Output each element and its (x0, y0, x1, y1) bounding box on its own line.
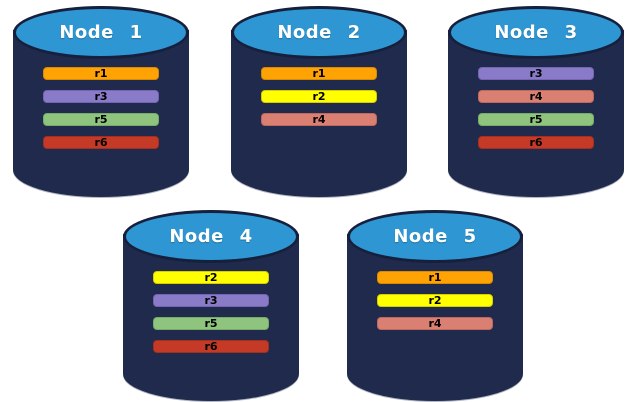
replica-bar-r2: r2 (153, 271, 269, 284)
replica-label: r3 (204, 294, 218, 307)
node-title: Node 4 (169, 226, 253, 247)
replica-label: r6 (529, 136, 543, 149)
replica-label: r1 (94, 67, 108, 80)
replica-label: r3 (529, 67, 543, 80)
replica-label: r2 (204, 271, 218, 284)
replica-label: r3 (94, 90, 108, 103)
replica-label: r6 (204, 340, 218, 353)
replica-label: r4 (312, 113, 326, 126)
replica-bar-r5: r5 (43, 113, 159, 126)
replica-label: r2 (428, 294, 442, 307)
replica-bar-r1: r1 (377, 271, 493, 284)
node-title: Node 5 (393, 226, 477, 247)
replica-bar-list: r2 r3 r5 r6 (153, 271, 269, 363)
replica-bar-r2: r2 (261, 90, 377, 103)
replica-bar-list: r1 r2 r4 (261, 67, 377, 136)
node-cylinder: Node 2 r1 r2 r4 (231, 6, 407, 197)
node-cylinder: Node 1 r1 r3 r5 r6 (13, 6, 189, 197)
cylinder-top-ellipse: Node 1 (13, 6, 189, 59)
replica-label: r6 (94, 136, 108, 149)
node-cylinder: Node 5 r1 r2 r4 (347, 210, 523, 401)
cylinder-top-ellipse: Node 3 (448, 6, 624, 59)
replica-bar-r5: r5 (478, 113, 594, 126)
node-title: Node 1 (59, 22, 143, 43)
replica-bar-r6: r6 (153, 340, 269, 353)
replica-bar-r3: r3 (478, 67, 594, 80)
cylinder-top-ellipse: Node 2 (231, 6, 407, 59)
replica-bar-r4: r4 (261, 113, 377, 126)
replica-bar-r3: r3 (43, 90, 159, 103)
replica-bar-r4: r4 (478, 90, 594, 103)
replica-label: r4 (529, 90, 543, 103)
cylinder-top-ellipse: Node 4 (123, 210, 299, 263)
replica-bar-r1: r1 (43, 67, 159, 80)
replica-bar-r3: r3 (153, 294, 269, 307)
replica-label: r1 (312, 67, 326, 80)
replica-label: r2 (312, 90, 326, 103)
replica-bar-list: r1 r2 r4 (377, 271, 493, 340)
replica-bar-list: r1 r3 r5 r6 (43, 67, 159, 159)
node-cylinder: Node 4 r2 r3 r5 r6 (123, 210, 299, 401)
replica-label: r1 (428, 271, 442, 284)
replica-bar-r2: r2 (377, 294, 493, 307)
replica-bar-list: r3 r4 r5 r6 (478, 67, 594, 159)
replica-label: r5 (529, 113, 543, 126)
node-cylinder: Node 3 r3 r4 r5 r6 (448, 6, 624, 197)
cylinder-top-ellipse: Node 5 (347, 210, 523, 263)
node-title: Node 3 (494, 22, 578, 43)
replica-bar-r5: r5 (153, 317, 269, 330)
replica-bar-r1: r1 (261, 67, 377, 80)
replica-label: r5 (94, 113, 108, 126)
replica-bar-r6: r6 (478, 136, 594, 149)
replica-bar-r4: r4 (377, 317, 493, 330)
replica-label: r4 (428, 317, 442, 330)
node-title: Node 2 (277, 22, 361, 43)
replica-bar-r6: r6 (43, 136, 159, 149)
replica-label: r5 (204, 317, 218, 330)
